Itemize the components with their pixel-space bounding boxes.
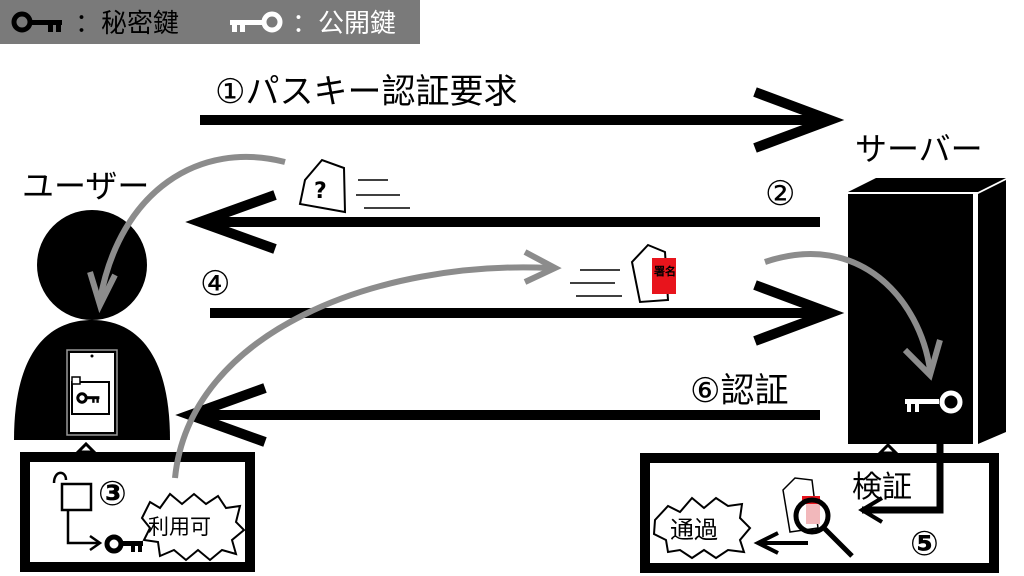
arrow-right-1 (200, 87, 845, 153)
usable-badge: 利用可 (148, 515, 211, 539)
server-icon (848, 178, 1006, 444)
burst-shape (140, 492, 246, 562)
passed-badge: 通過 (670, 516, 718, 544)
legend: ：秘密鍵 ：公開鍵 (0, 0, 420, 44)
server-process-box: 検証 ⑤ 通過 (640, 422, 999, 573)
arrow-left-2 (185, 190, 820, 254)
user-process-box: ③ 利用可 (20, 441, 255, 572)
step4-label: ④ (200, 264, 230, 304)
server-label: サーバー (855, 130, 983, 168)
unlocked-padlock-icon (52, 471, 93, 512)
smartphone-icon (66, 349, 118, 436)
challenge-document-icon: ? (298, 158, 410, 214)
question-mark: ? (314, 179, 327, 204)
signed-response-icon: 署名 (570, 243, 676, 304)
verify-label: 検証 (852, 470, 912, 505)
signature-stamp: 署名 (653, 264, 676, 278)
arrow-left-6 (175, 383, 820, 447)
verify-curve (764, 251, 933, 371)
step6-label: ⑥認証 (690, 371, 788, 411)
challenge-curve-head (87, 271, 118, 314)
challenge-curve (97, 153, 286, 301)
user-label: ユーザー (22, 167, 149, 205)
public-key-icon (230, 11, 283, 33)
magnifier-icon (793, 497, 854, 558)
private-key-icon (11, 11, 62, 33)
verify-curve-head (902, 339, 943, 381)
public-key-label: ：公開鍵 (292, 9, 396, 39)
response-curve (172, 264, 551, 479)
response-curve-head (523, 249, 562, 285)
step1-label: ①パスキー認証要求 (215, 72, 517, 112)
step2-label: ② (765, 174, 795, 214)
step5-label: ⑤ (910, 524, 939, 564)
burst-shape (652, 496, 752, 560)
private-key-label: ：秘密鍵 (75, 9, 179, 39)
arrow-to-key (66, 510, 100, 545)
step3-label: ③ (98, 474, 127, 514)
public-key-icon (905, 390, 963, 414)
